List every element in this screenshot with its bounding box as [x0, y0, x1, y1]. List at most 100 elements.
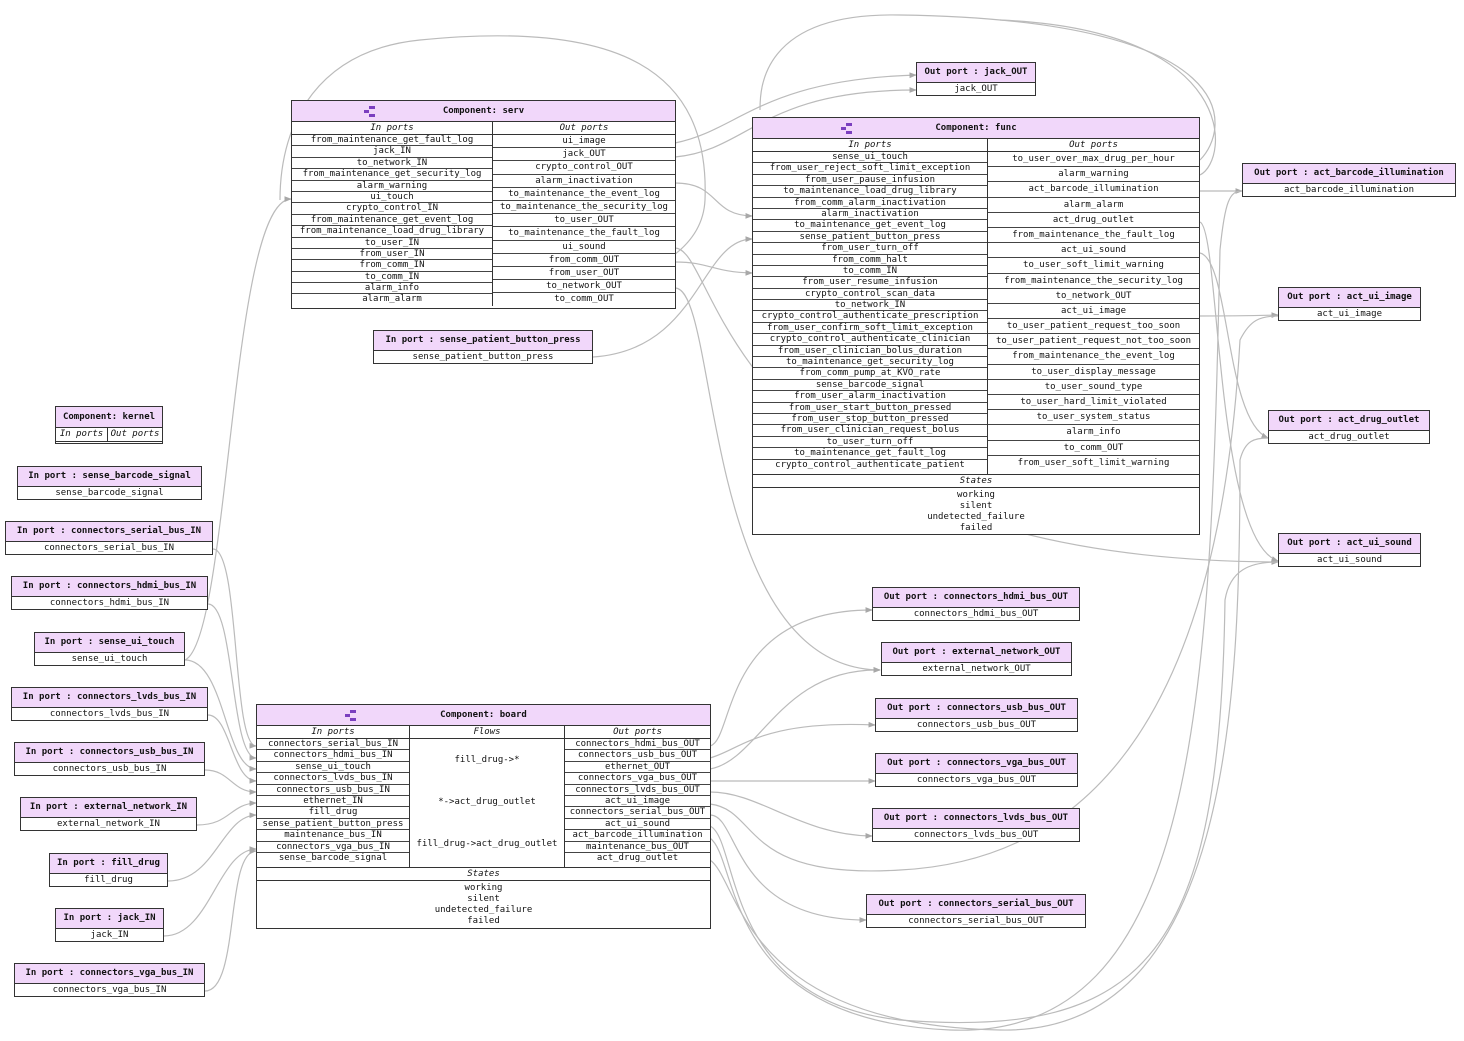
in-port-connectors-usb-bus-in: In port : connectors_usb_bus_IN connecto… [14, 742, 205, 776]
component-title: Component: func [935, 123, 1017, 133]
in-port-row: crypto_control_IN [292, 203, 492, 215]
out-port-label: jack_OUT [954, 84, 998, 94]
in-port-label: external_network_IN [57, 819, 160, 829]
out-port-label: act_ui_sound [1316, 555, 1383, 565]
out-port-label: external_network_OUT [922, 664, 1031, 674]
out-port-row: connectors_serial_bus_OUT [565, 807, 710, 819]
in-port-row: to_user_turn_off [753, 437, 987, 449]
in-port-row: to_comm_IN [292, 272, 492, 284]
in-port-title: In port : connectors_hdmi_bus_IN [12, 577, 207, 597]
in-port-row: to_network_IN [292, 158, 492, 170]
out-port-row: from_maintenance_the_fault_log [988, 228, 1199, 244]
state-item: silent [959, 501, 993, 511]
out-port-row: from_maintenance_the_security_log [988, 274, 1199, 289]
out-port-row: to_user_soft_limit_warning [988, 258, 1199, 274]
in-port-connectors-hdmi-bus-in: In port : connectors_hdmi_bus_IN connect… [11, 576, 208, 610]
in-port-row: fill_drug [257, 807, 409, 819]
in-port-sense-patient-button-press: In port : sense_patient_button_press sen… [373, 330, 593, 364]
in-port-row: crypto_control_authenticate_clinician [753, 334, 987, 346]
in-port-label: connectors_vga_bus_IN [52, 985, 167, 995]
flows-header: Flows [410, 726, 564, 739]
in-port-row: alarm_info [292, 283, 492, 295]
component-icon [364, 106, 375, 117]
in-port-row: from_user_resume_infusion [753, 277, 987, 289]
out-port-row: act_ui_image [988, 304, 1199, 320]
component-icon [841, 123, 852, 134]
out-port-connectors-vga-bus-out: Out port : connectors_vga_bus_OUT connec… [875, 753, 1078, 787]
out-port-label: connectors_serial_bus_OUT [908, 916, 1044, 926]
out-port-row: from_comm_OUT [493, 254, 675, 267]
in-port-title: In port : sense_patient_button_press [374, 331, 592, 351]
out-port-row: to_maintenance_the_fault_log [493, 227, 675, 241]
in-port-row: connectors_vga_bus_IN [257, 842, 409, 853]
out-port-row: to_user_hard_limit_violated [988, 395, 1199, 411]
out-port-title: Out port : act_ui_image [1279, 288, 1420, 308]
out-port-row: to_maintenance_the_event_log [493, 188, 675, 201]
flow-item: fill_drug->act_drug_outlet [416, 839, 558, 849]
out-port-label: connectors_lvds_bus_OUT [913, 830, 1039, 840]
out-port-row: act_barcode_illumination [988, 182, 1199, 198]
in-port-external-network-in: In port : external_network_IN external_n… [20, 797, 197, 831]
out-port-row: to_user_display_message [988, 365, 1199, 380]
component-icon [345, 710, 356, 721]
in-port-row: alarm_inactivation [753, 209, 987, 221]
in-port-row: from_comm_pump_at_KVO_rate [753, 368, 987, 380]
out-port-row: from_user_OUT [493, 267, 675, 281]
out-port-title: Out port : connectors_lvds_bus_OUT [873, 809, 1079, 829]
out-port-row: alarm_info [988, 425, 1199, 441]
out-port-act-barcode-illumination: Out port : act_barcode_illumination act_… [1242, 163, 1456, 197]
out-port-act-ui-image: Out port : act_ui_image act_ui_image [1278, 287, 1421, 321]
in-port-row: from_maintenance_get_fault_log [292, 135, 492, 147]
out-port-row: ui_image [493, 135, 675, 149]
out-port-row: from_user_soft_limit_warning [1017, 457, 1170, 468]
in-port-label: sense_barcode_signal [55, 488, 164, 498]
out-port-row: to_network_OUT [493, 280, 675, 294]
in-port-row: to_maintenance_get_event_log [753, 220, 987, 232]
out-port-title: Out port : jack_OUT [917, 63, 1035, 83]
in-port-row: from_comm_alarm_inactivation [753, 198, 987, 209]
out-port-row: alarm_warning [988, 167, 1199, 183]
out-port-connectors-lvds-bus-out: Out port : connectors_lvds_bus_OUT conne… [872, 808, 1080, 842]
in-port-row: from_user_clinician_request_bolus [753, 425, 987, 437]
out-port-row: crypto_control_OUT [493, 161, 675, 175]
in-port-title: In port : fill_drug [50, 854, 167, 874]
in-port-title: In port : jack_IN [56, 909, 163, 929]
in-port-jack-in: In port : jack_IN jack_IN [55, 908, 164, 942]
flow-item: fill_drug->* [454, 755, 520, 765]
in-port-row: sense_patient_button_press [257, 819, 409, 831]
in-port-connectors-vga-bus-in: In port : connectors_vga_bus_IN connecto… [14, 963, 205, 997]
out-port-act-drug-outlet: Out port : act_drug_outlet act_drug_outl… [1268, 410, 1430, 444]
out-port-external-network-out: Out port : external_network_OUT external… [881, 642, 1072, 676]
in-port-row: sense_barcode_signal [753, 380, 987, 392]
in-port-row: crypto_control_scan_data [753, 289, 987, 301]
in-port-row: crypto_control_authenticate_prescription [753, 311, 987, 323]
out-ports-column: Out ports to_user_over_max_drug_per_hour… [988, 139, 1199, 474]
out-port-row: connectors_hdmi_bus_OUT [565, 739, 710, 751]
out-ports-header: Out ports [565, 726, 710, 739]
in-port-row: to_network_IN [753, 300, 987, 312]
in-port-label: jack_IN [90, 930, 129, 940]
out-port-title: Out port : connectors_hdmi_bus_OUT [873, 588, 1079, 608]
out-port-label: act_barcode_illumination [1283, 185, 1415, 195]
in-port-row: to_maintenance_get_security_log [753, 357, 987, 369]
states-header: States [753, 474, 1199, 488]
in-port-row: connectors_lvds_bus_IN [257, 773, 409, 785]
component-kernel: Component: kernel In ports Out ports [55, 406, 163, 444]
in-port-label: connectors_hdmi_bus_IN [49, 598, 170, 608]
in-port-row: crypto_control_authenticate_patient [775, 459, 965, 470]
out-port-row: act_ui_sound [565, 819, 710, 831]
out-port-connectors-hdmi-bus-out: Out port : connectors_hdmi_bus_OUT conne… [872, 587, 1080, 621]
in-port-row: from_maintenance_load_drug_library [292, 226, 492, 238]
in-port-row: sense_ui_touch [257, 762, 409, 774]
out-port-title: Out port : act_barcode_illumination [1243, 164, 1455, 184]
in-port-row: ethernet_IN [257, 796, 409, 808]
in-port-row: from_user_pause_infusion [753, 175, 987, 187]
out-port-row: maintenance_bus_OUT [565, 842, 710, 853]
